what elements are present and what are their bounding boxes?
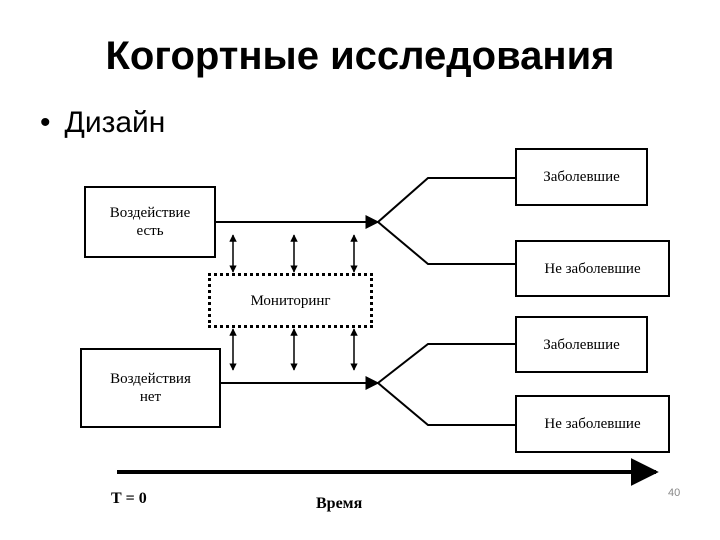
- bullet-text: Дизайн: [64, 106, 166, 139]
- exposed-fork: [377, 177, 517, 265]
- slide-title: Когортные исследования: [105, 34, 615, 78]
- exposed-box: Воздействие есть: [84, 186, 216, 258]
- t0-label: Т = 0: [111, 490, 147, 507]
- not-sick-box-2: Не заболевшие: [515, 395, 670, 453]
- time-label: Время: [316, 495, 363, 512]
- bullet-design: • Дизайн: [40, 106, 165, 140]
- unexposed-fork: [377, 343, 517, 426]
- sick-box-1: Заболевшие: [515, 148, 648, 206]
- sick-box-2: Заболевшие: [515, 316, 648, 373]
- page-number: 40: [668, 487, 681, 499]
- bullet-dot-icon: •: [40, 106, 51, 139]
- unexposed-box: Воздействия нет: [80, 348, 221, 428]
- monitoring-box: Мониторинг: [208, 273, 373, 328]
- not-sick-box-1: Не заболевшие: [515, 240, 670, 297]
